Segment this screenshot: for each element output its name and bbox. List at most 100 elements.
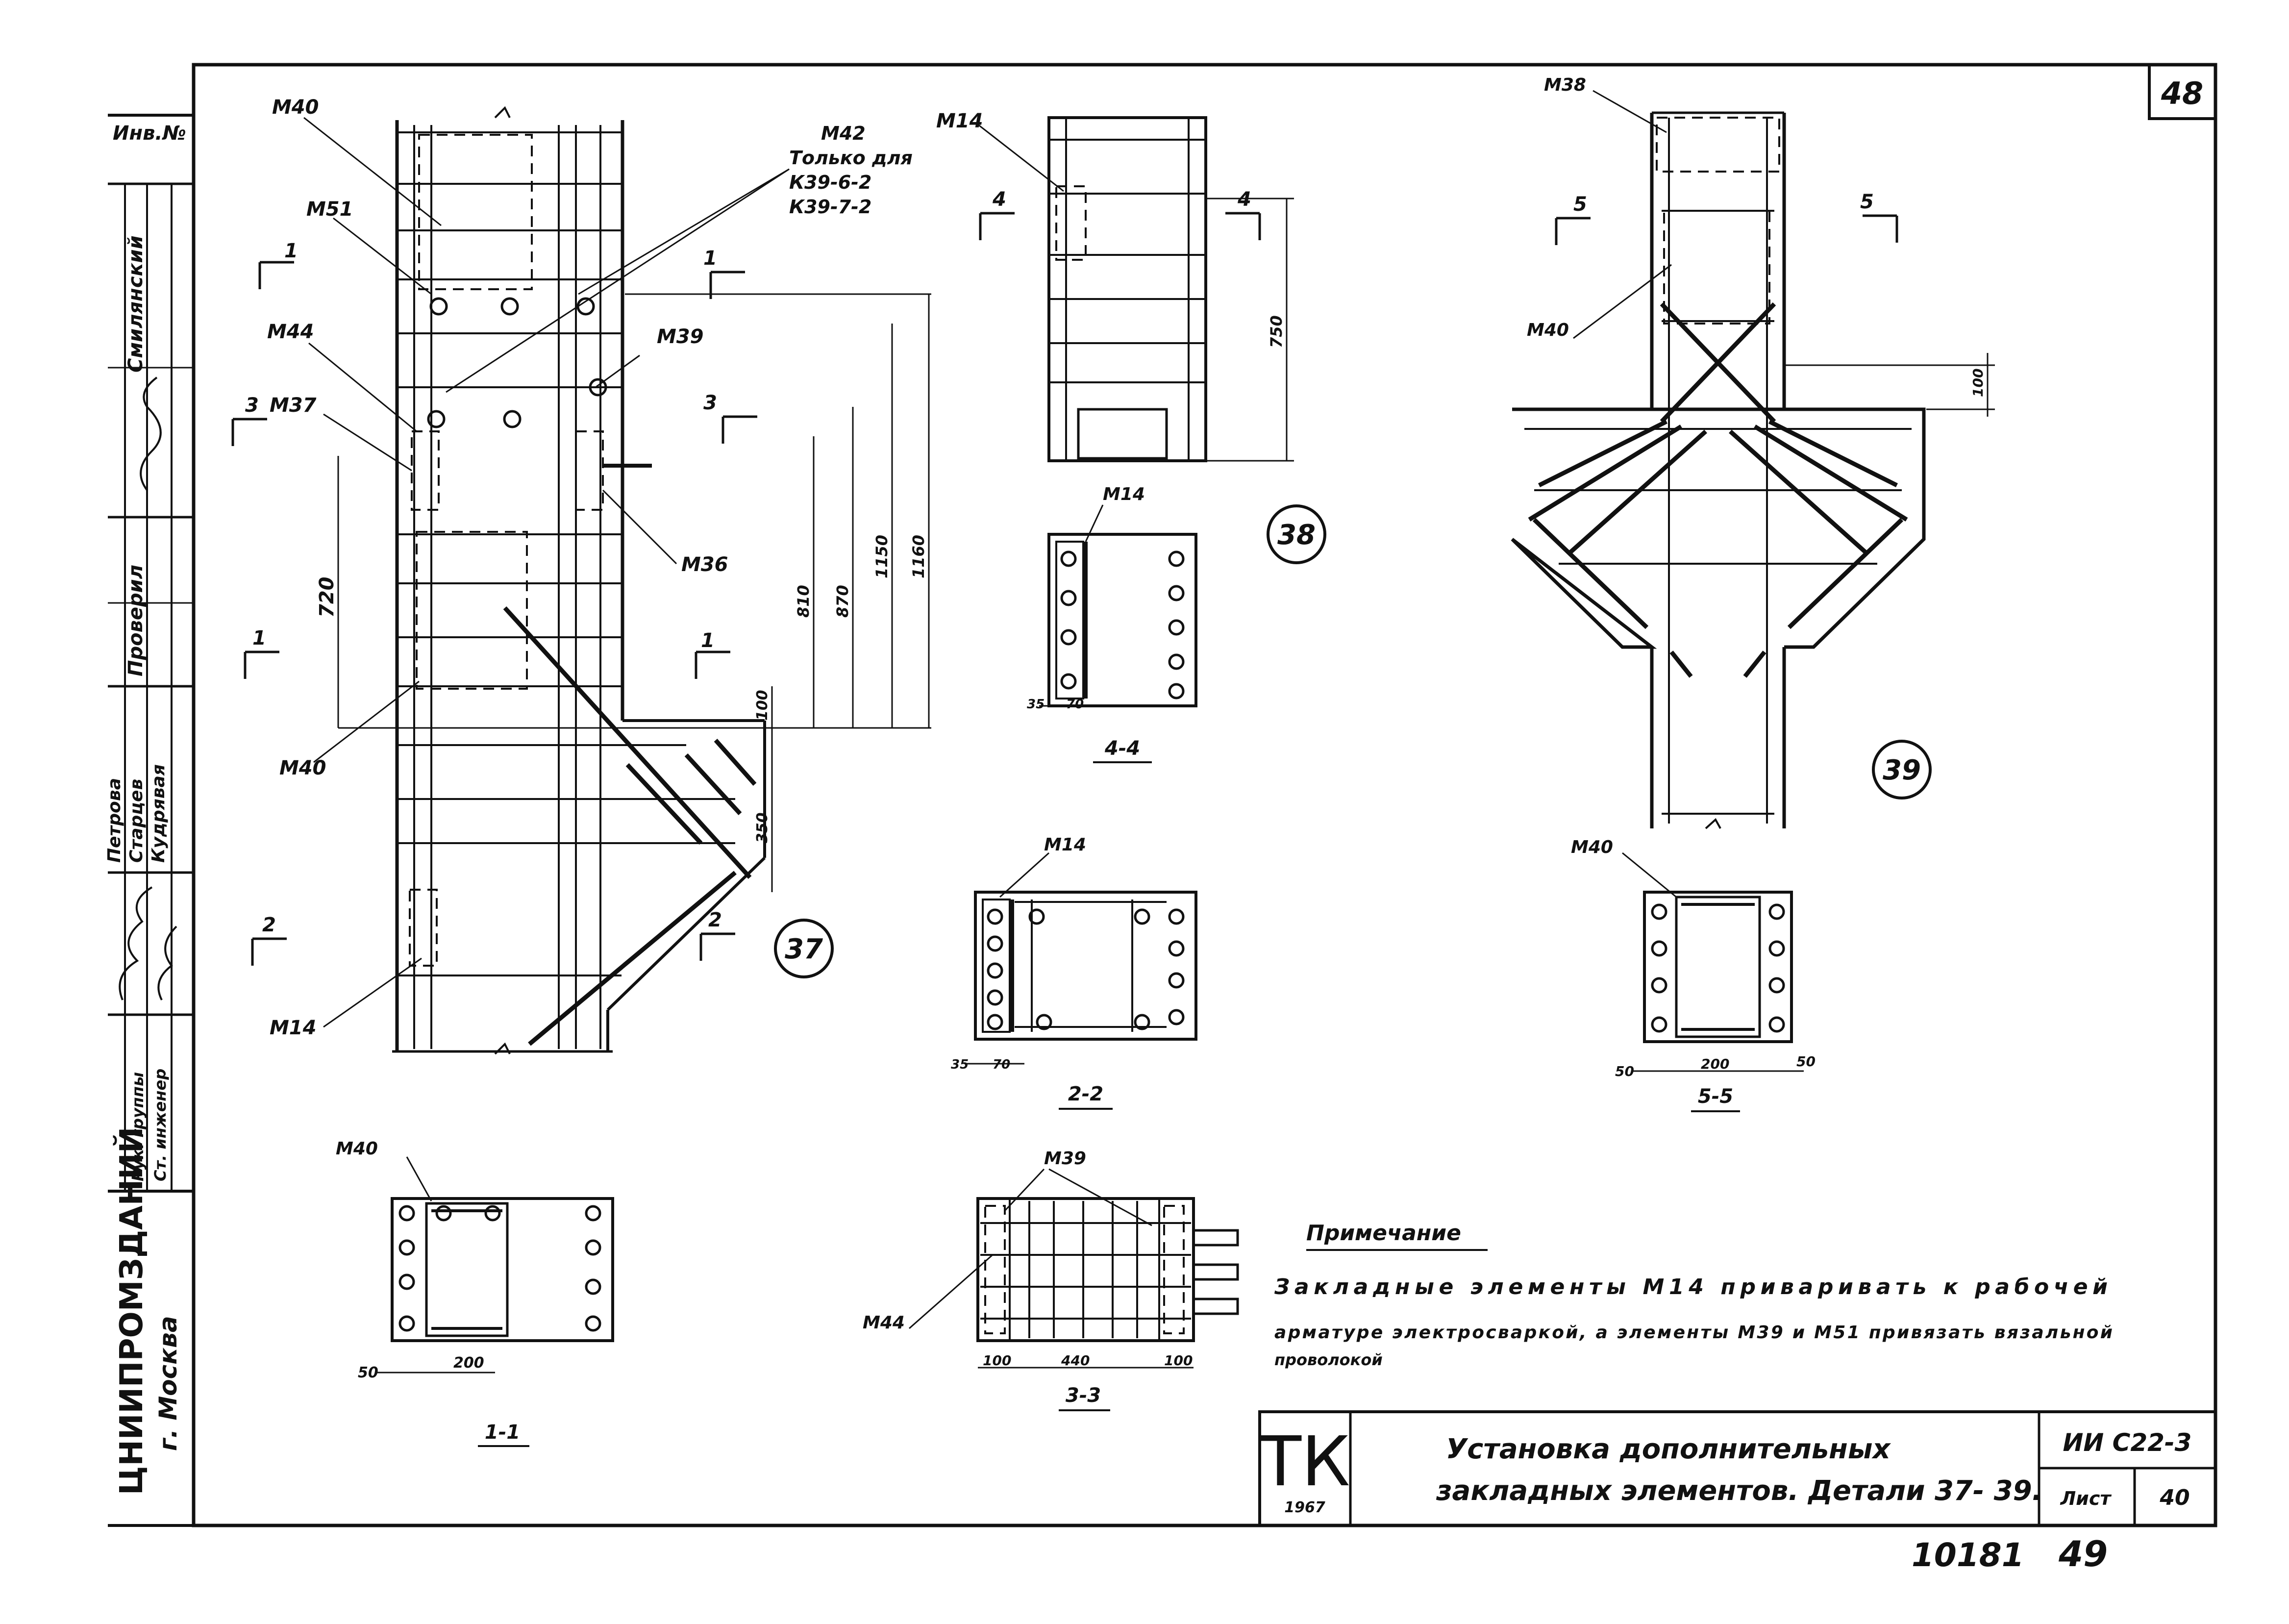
callout-m40-11: М40 — [336, 1139, 378, 1159]
callout-m40-55: М40 — [1571, 837, 1613, 857]
inv-label: Инв.№ — [113, 122, 186, 145]
note-title: Примечание — [1306, 1221, 1461, 1246]
cut-2b: 2 — [708, 909, 722, 931]
name-proveril: Проверил — [124, 565, 147, 676]
section-title-2-2: 2-2 — [1068, 1083, 1103, 1105]
cut-2a: 2 — [262, 914, 276, 936]
cut-4b: 4 — [1237, 188, 1251, 211]
cut-1a: 1 — [284, 240, 298, 262]
callout-m40-bottom: М40 — [279, 757, 326, 779]
role-group-head: Рук. группы — [128, 1072, 147, 1181]
callout-m36: М36 — [681, 553, 728, 576]
dim-350: 350 — [754, 812, 771, 843]
dim-50-55b: 50 — [1796, 1053, 1816, 1070]
detail-38: М14 4 4 750 38 М14 35 70 4-4 — [936, 110, 1326, 763]
section-3-3: М39 М44 100 440 100 3-3 — [863, 1149, 1239, 1411]
dim-200-55: 200 — [1701, 1056, 1729, 1072]
callout-m14-38: М14 — [936, 110, 983, 132]
name-petrova: Петрова — [104, 778, 124, 863]
section-2-2: М14 35 70 2-2 — [951, 835, 1197, 1110]
callout-m14-44: М14 — [1103, 484, 1145, 504]
note-block: Примечание Закладные элементы М14 привар… — [1274, 1221, 2113, 1369]
dim-100: 100 — [754, 690, 771, 721]
dim-35-22: 35 — [951, 1057, 969, 1072]
page-number: 49 — [2058, 1533, 2108, 1574]
dim-440-33: 440 — [1061, 1352, 1090, 1369]
org-city: г. Москва — [154, 1316, 182, 1451]
cut-5b: 5 — [1860, 191, 1874, 213]
section-3-left: 3 — [245, 394, 259, 417]
section-title-5-5: 5-5 — [1698, 1085, 1733, 1108]
m42-note-1: М42 — [821, 123, 866, 144]
dim-35-44: 35 — [1027, 697, 1045, 712]
callout-m51: М51 — [306, 198, 353, 221]
org-name: ЦНИИПРОМЗДАНИЙ — [113, 1127, 150, 1495]
cut-1c: 1 — [252, 627, 266, 650]
title-line-2: закладных элементов. Детали 37- 39. — [1436, 1475, 2042, 1507]
detail-37: М40 М51 М44 3 М37 М39 М36 М40 М14 М42 То… — [231, 96, 931, 1055]
m42-note-2: Только для — [789, 147, 913, 169]
dim-870: 870 — [833, 585, 852, 618]
dim-100-33b: 100 — [1164, 1352, 1193, 1369]
sheet-code: ИИ С22-3 — [2063, 1428, 2192, 1457]
section-title-1-1: 1-1 — [485, 1421, 520, 1444]
detail-circle-39 — [1872, 740, 1932, 800]
cut-1d: 1 — [701, 629, 715, 652]
detail-number-39: 39 — [1883, 754, 1921, 786]
dim-100-39: 100 — [1970, 369, 1986, 397]
m42-note-4: К39-7-2 — [789, 196, 871, 218]
callout-m44: М44 — [267, 321, 314, 343]
section-title-4-4: 4-4 — [1104, 737, 1140, 760]
note-line-1: Закладные элементы М14 приваривать к раб… — [1274, 1274, 2108, 1299]
title-block: ТК 1967 Установка дополнительных закладн… — [1258, 1410, 2217, 1527]
note-line-3: проволокой — [1274, 1350, 1383, 1369]
sheet-label: Лист — [2060, 1488, 2112, 1509]
sheet-number: 40 — [2159, 1485, 2189, 1510]
dim-50-55a: 50 — [1615, 1063, 1634, 1079]
role-senior-engineer: Ст. инженер — [151, 1069, 170, 1181]
dim-1150: 1150 — [872, 535, 891, 578]
title-line-1: Установка дополнительных — [1446, 1433, 1891, 1465]
corner-box — [2148, 63, 2217, 120]
dim-100-33a: 100 — [983, 1352, 1011, 1369]
callout-m14: М14 — [270, 1017, 316, 1039]
section-1-1: М40 50 200 1-1 — [336, 1139, 614, 1447]
signature-2 — [119, 886, 153, 1000]
cut-5a: 5 — [1573, 193, 1587, 216]
callout-m38: М38 — [1544, 75, 1586, 95]
dim-70-44: 70 — [1066, 697, 1084, 712]
detail-circle-38 — [1267, 504, 1326, 564]
dim-50-11: 50 — [358, 1364, 378, 1381]
corner-number: 48 — [2161, 75, 2203, 111]
tk-mark: ТК — [1259, 1422, 1350, 1502]
section-title-3-3: 3-3 — [1066, 1384, 1101, 1407]
callout-m14-22: М14 — [1044, 835, 1086, 855]
signature-3 — [157, 925, 177, 1000]
dim-200-11: 200 — [453, 1354, 484, 1372]
callout-m37: М37 — [270, 394, 317, 417]
m42-note-3: К39-6-2 — [789, 172, 871, 193]
callout-m44-33: М44 — [863, 1313, 905, 1333]
tk-year: 1967 — [1284, 1499, 1325, 1516]
dim-1160: 1160 — [909, 535, 928, 578]
detail-number-38: 38 — [1277, 519, 1316, 551]
detail-number-37: 37 — [785, 933, 823, 965]
callout-m40-top: М40 — [272, 96, 319, 119]
dim-70-22: 70 — [993, 1057, 1010, 1072]
name-startsev: Старцев — [126, 779, 147, 863]
dim-750: 750 — [1267, 315, 1286, 348]
callout-m39-33: М39 — [1044, 1149, 1086, 1169]
cut-1b: 1 — [703, 247, 717, 270]
callout-m39: М39 — [657, 325, 703, 348]
callout-m40-39: М40 — [1527, 320, 1569, 340]
cut-3-right: 3 — [703, 392, 717, 414]
left-strip: Инв.№ Смилянский Проверил Петрова Старце… — [104, 114, 194, 1495]
name-kudryavaya: Кудрявая — [149, 764, 169, 863]
name-smilyansky: Смилянский — [124, 235, 147, 373]
archive-number: 10181 — [1912, 1536, 2024, 1574]
dim-810: 810 — [794, 585, 813, 618]
dim-720: 720 — [316, 577, 338, 618]
cut-4a: 4 — [992, 188, 1006, 211]
signature-1 — [140, 376, 162, 491]
